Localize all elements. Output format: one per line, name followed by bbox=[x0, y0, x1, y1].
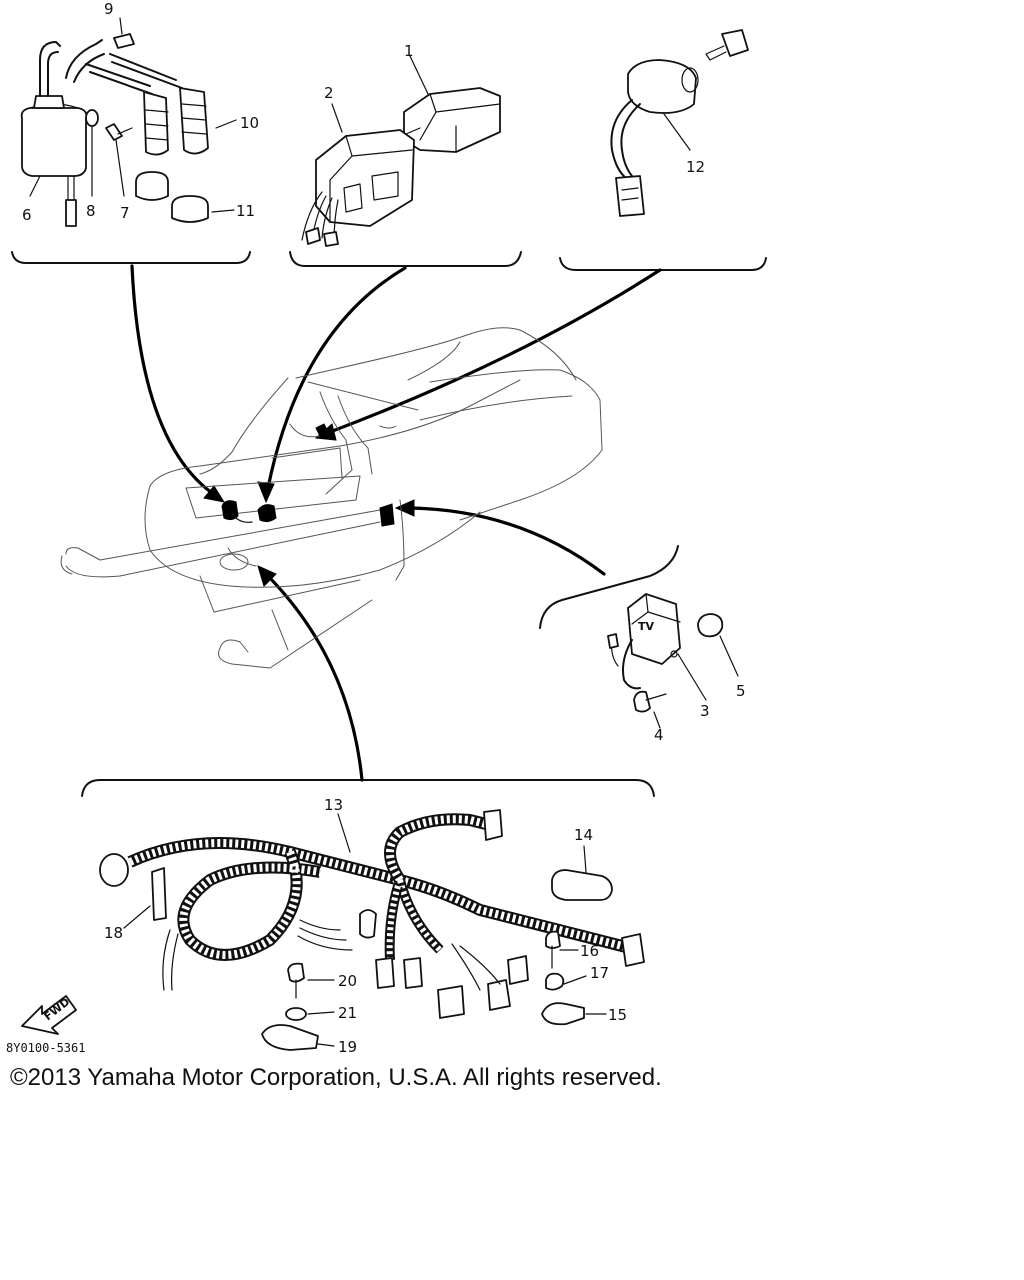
forward-direction-arrow-icon: FWD bbox=[21, 995, 77, 1035]
callout-16: 16 bbox=[580, 942, 599, 960]
callout-20: 20 bbox=[338, 972, 357, 990]
snowmobile-body bbox=[60, 327, 603, 669]
callout-15: 15 bbox=[608, 1006, 627, 1024]
callout-6: 6 bbox=[22, 206, 32, 224]
svg-text:TV: TV bbox=[638, 620, 655, 633]
callout-9: 9 bbox=[104, 0, 114, 18]
group-bracket-wire-harness bbox=[81, 779, 655, 797]
cdi-unit-group bbox=[301, 55, 501, 247]
leader-arrows bbox=[130, 264, 662, 782]
drawing-code: 8Y0100-5361 bbox=[6, 1041, 85, 1055]
callout-21: 21 bbox=[338, 1004, 357, 1022]
wire-harness-group bbox=[99, 809, 645, 1051]
callout-12: 12 bbox=[686, 158, 705, 176]
group-bracket-ignition-coil bbox=[11, 251, 251, 264]
callout-13: 13 bbox=[324, 796, 343, 814]
callout-10: 10 bbox=[240, 114, 259, 132]
callout-3: 3 bbox=[700, 702, 710, 720]
callout-7: 7 bbox=[120, 204, 130, 222]
main-switch-group bbox=[610, 29, 749, 217]
callout-5: 5 bbox=[736, 682, 746, 700]
callout-11: 11 bbox=[236, 202, 255, 220]
group-bracket-regulator bbox=[539, 545, 679, 629]
callout-18: 18 bbox=[104, 924, 123, 942]
callout-17: 17 bbox=[590, 964, 609, 982]
ignition-coil-group bbox=[20, 17, 237, 227]
group-bracket-main-switch bbox=[559, 257, 767, 271]
regulator-group: TV bbox=[607, 593, 739, 729]
callout-8: 8 bbox=[86, 202, 96, 220]
group-bracket-cdi-unit bbox=[289, 251, 522, 267]
callout-4: 4 bbox=[654, 726, 664, 744]
callout-1: 1 bbox=[404, 42, 414, 60]
callout-2: 2 bbox=[324, 84, 334, 102]
callout-14: 14 bbox=[574, 826, 593, 844]
copyright-notice: ©2013 Yamaha Motor Corporation, U.S.A. A… bbox=[10, 1064, 662, 1091]
callout-19: 19 bbox=[338, 1038, 357, 1056]
callout-numbers: 9 1 2 10 12 6 8 7 11 5 3 4 13 14 18 16 2… bbox=[22, 0, 746, 1056]
